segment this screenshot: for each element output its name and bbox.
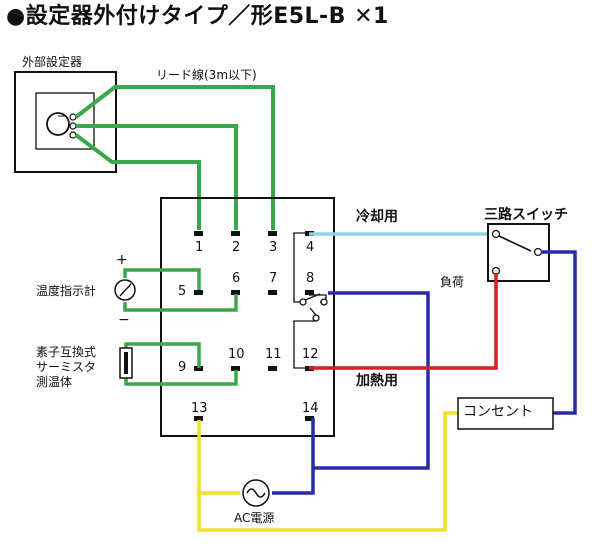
heating-wire — [309, 273, 498, 370]
terminal-3-label: 3 — [269, 240, 278, 255]
setter-knob-icon — [46, 112, 70, 136]
thermistor-wires-green — [124, 342, 238, 386]
terminal-2-label: 2 — [232, 240, 241, 255]
outlet-label: コンセント — [463, 404, 533, 420]
load-label: 負荷 — [440, 275, 465, 289]
external-setter-label: 外部設定器 — [22, 55, 83, 69]
indicator-wires-green — [123, 268, 238, 312]
terminal-8-label: 8 — [306, 271, 315, 286]
relay-contacts — [293, 232, 328, 369]
lead-wires-green — [74, 85, 275, 230]
lead-wire-label: リード線(3m以下) — [156, 68, 257, 82]
ac-power-label: AC電源 — [234, 511, 275, 525]
heating-label: 加熱用 — [356, 373, 398, 389]
thermistor-label-2: サーミスタ — [36, 360, 97, 374]
external-setter-box — [14, 71, 117, 173]
blue-wires — [272, 250, 577, 495]
outlet-box — [457, 397, 554, 430]
three-way-switch-label: 三路スイッチ — [484, 207, 568, 223]
indicator-plus: + — [116, 252, 128, 268]
terminal-5-label: 5 — [178, 284, 187, 299]
terminal-13-label: 13 — [191, 401, 208, 416]
terminal-11-label: 11 — [265, 347, 282, 362]
terminal-12-label: 12 — [302, 347, 319, 362]
temp-indicator-label: 温度指示計 — [36, 284, 97, 298]
yellow-wires — [197, 411, 458, 532]
terminal-pads — [194, 231, 314, 421]
terminal-4-label: 4 — [306, 240, 315, 255]
terminal-1-label: 1 — [195, 240, 204, 255]
cooling-label: 冷却用 — [356, 209, 398, 225]
thermistor-label-3: 測温体 — [36, 375, 73, 389]
external-setter-inner — [35, 92, 95, 150]
terminal-14-label: 14 — [302, 401, 319, 416]
page-title: ●設定器外付けタイプ／形E5L-B ✕1 — [6, 4, 389, 29]
thermistor-label-1: 素子互換式 — [36, 345, 97, 359]
indicator-minus: − — [118, 312, 130, 328]
terminal-7-label: 7 — [269, 271, 278, 286]
terminal-9-label: 9 — [178, 360, 187, 375]
terminal-10-label: 10 — [228, 347, 245, 362]
controller-box — [160, 197, 335, 437]
terminal-6-label: 6 — [232, 271, 241, 286]
